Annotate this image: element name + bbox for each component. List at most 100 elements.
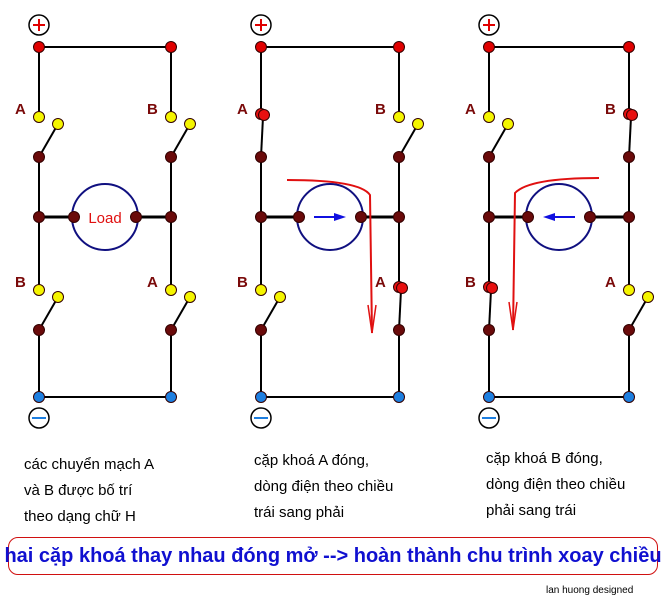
midpoint-node bbox=[393, 211, 405, 223]
load-terminal bbox=[522, 211, 534, 223]
designer-credit: lan huong designed bbox=[546, 585, 634, 596]
switch-pivot-node bbox=[483, 151, 495, 163]
switch-label-top-right: B bbox=[375, 101, 386, 118]
contact-closed bbox=[486, 282, 498, 294]
switch-blade-open bbox=[628, 296, 649, 331]
positive-node bbox=[33, 41, 45, 53]
midpoint-node bbox=[33, 211, 45, 223]
switch-pivot-node bbox=[165, 151, 177, 163]
switch-blade-closed bbox=[260, 116, 264, 158]
caption-line: theo dạng chữ H bbox=[24, 508, 136, 525]
switch-pivot-node bbox=[165, 324, 177, 336]
load-terminal bbox=[130, 211, 142, 223]
negative-node bbox=[483, 391, 495, 403]
negative-node bbox=[393, 391, 405, 403]
negative-node bbox=[165, 391, 177, 403]
contact-closed bbox=[626, 109, 638, 121]
load-label: Load bbox=[88, 210, 121, 227]
contact-fixed bbox=[33, 111, 45, 123]
switch-label-bottom-left: B bbox=[15, 274, 26, 291]
switch-pivot-node bbox=[623, 324, 635, 336]
switch-label-top-left: A bbox=[15, 101, 26, 118]
contact-blade-tip bbox=[184, 291, 196, 303]
contact-blade-tip bbox=[502, 118, 514, 130]
contact-closed bbox=[396, 282, 408, 294]
switch-pivot-node bbox=[483, 324, 495, 336]
switch-blade-closed bbox=[628, 116, 632, 158]
switch-label-top-right: B bbox=[605, 101, 616, 118]
switch-label-bottom-right: A bbox=[147, 274, 158, 291]
current-path-arrow bbox=[286, 179, 373, 334]
positive-node bbox=[255, 41, 267, 53]
arrowhead-icon bbox=[543, 213, 555, 221]
caption-line: dòng điện theo chiều bbox=[486, 476, 626, 493]
switch-label-bottom-right: A bbox=[375, 274, 386, 291]
current-arrowhead-icon bbox=[508, 301, 518, 331]
positive-node bbox=[165, 41, 177, 53]
load-terminal bbox=[293, 211, 305, 223]
arrowhead-icon bbox=[334, 213, 346, 221]
contact-blade-tip bbox=[184, 118, 196, 130]
switch-blade-open bbox=[38, 296, 59, 331]
negative-node bbox=[255, 391, 267, 403]
switch-pivot-node bbox=[393, 151, 405, 163]
caption-panel-3: cặp khoá B đóng, dòng điện theo chiều ph… bbox=[486, 446, 625, 524]
switch-label-bottom-right: A bbox=[605, 274, 616, 291]
contact-fixed bbox=[623, 284, 635, 296]
switch-label-bottom-left: B bbox=[465, 274, 476, 291]
midpoint-node bbox=[483, 211, 495, 223]
midpoint-node bbox=[255, 211, 267, 223]
switch-label-bottom-left: B bbox=[237, 274, 248, 291]
positive-node bbox=[393, 41, 405, 53]
summary-banner: hai cặp khoá thay nhau đóng mở --> hoàn … bbox=[4, 537, 662, 575]
caption-line: trái sang phải bbox=[254, 504, 345, 521]
contact-fixed bbox=[165, 111, 177, 123]
switch-blade-closed bbox=[398, 289, 402, 331]
negative-node bbox=[623, 391, 635, 403]
load-terminal bbox=[584, 211, 596, 223]
midpoint-node bbox=[165, 211, 177, 223]
current-arrowhead-icon bbox=[367, 304, 377, 334]
panel-3: A B B A bbox=[465, 14, 654, 429]
caption-line: phải sang trái bbox=[486, 502, 577, 519]
positive-node bbox=[623, 41, 635, 53]
panel-2: A B B A bbox=[237, 14, 424, 429]
contact-closed bbox=[258, 109, 270, 121]
contact-fixed bbox=[393, 111, 405, 123]
caption-panel-1: các chuyển mạch A và B được bố trí theo … bbox=[24, 452, 154, 530]
negative-node bbox=[33, 391, 45, 403]
contact-fixed bbox=[33, 284, 45, 296]
contact-fixed bbox=[165, 284, 177, 296]
load-terminal bbox=[68, 211, 80, 223]
caption-panel-2: cặp khoá A đóng, dòng điện theo chiều tr… bbox=[254, 448, 393, 526]
contact-fixed bbox=[255, 284, 267, 296]
switch-label-top-left: A bbox=[465, 101, 476, 118]
caption-line: cặp khoá A đóng, bbox=[254, 452, 370, 469]
contact-blade-tip bbox=[274, 291, 286, 303]
caption-line: và B được bố trí bbox=[24, 482, 133, 499]
switch-pivot-node bbox=[393, 324, 405, 336]
switch-blade-open bbox=[170, 123, 191, 158]
switch-blade-open bbox=[398, 123, 419, 158]
switch-label-top-left: A bbox=[237, 101, 248, 118]
switch-pivot-node bbox=[255, 151, 267, 163]
midpoint-node bbox=[623, 211, 635, 223]
contact-blade-tip bbox=[642, 291, 654, 303]
switch-pivot-node bbox=[33, 151, 45, 163]
switch-pivot-node bbox=[623, 151, 635, 163]
load-terminal bbox=[355, 211, 367, 223]
contact-blade-tip bbox=[52, 118, 64, 130]
contact-blade-tip bbox=[412, 118, 424, 130]
caption-line: cặp khoá B đóng, bbox=[486, 450, 603, 467]
switch-blade-open bbox=[170, 296, 191, 331]
switch-blade-open bbox=[260, 296, 281, 331]
switch-pivot-node bbox=[255, 324, 267, 336]
contact-fixed bbox=[483, 111, 495, 123]
current-path-arrow bbox=[512, 177, 600, 331]
switch-blade-open bbox=[38, 123, 59, 158]
positive-node bbox=[483, 41, 495, 53]
switch-pivot-node bbox=[33, 324, 45, 336]
caption-line: dòng điện theo chiều bbox=[254, 478, 394, 495]
